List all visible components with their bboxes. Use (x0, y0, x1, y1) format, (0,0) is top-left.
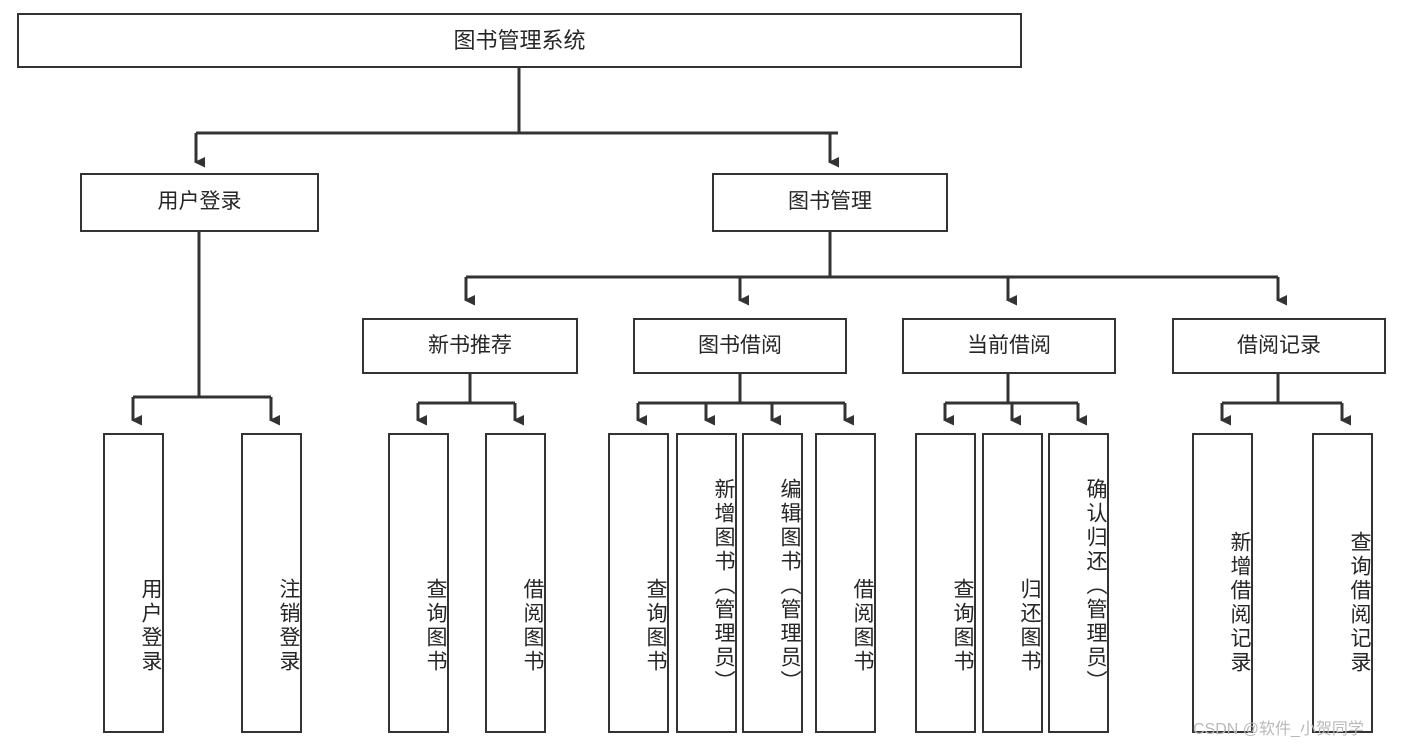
node-user-login[interactable]: 用户登录 (80, 173, 319, 232)
leaf-current-borrow-confirm-return-admin[interactable]: 确认归还（管理员） (1048, 433, 1109, 733)
leaf-new-book-query-book[interactable]: 查询图书 (388, 433, 449, 733)
leaf-book-borrow-borrow-book[interactable]: 借阅图书 (815, 433, 876, 733)
leaf-user-login-logout[interactable]: 注销登录 (241, 433, 302, 733)
node-book-borrow[interactable]: 图书借阅 (633, 318, 847, 374)
leaf-borrow-record-query-record[interactable]: 查询借阅记录 (1312, 433, 1373, 733)
leaf-user-login-login[interactable]: 用户登录 (103, 433, 164, 733)
node-book-management[interactable]: 图书管理 (712, 173, 948, 232)
watermark-credit: CSDN @软件_小贺同学 (1193, 721, 1364, 738)
leaf-borrow-record-add-record[interactable]: 新增借阅记录 (1192, 433, 1253, 733)
node-new-book-recommend[interactable]: 新书推荐 (362, 318, 578, 374)
leaf-new-book-borrow-book[interactable]: 借阅图书 (485, 433, 546, 733)
leaf-book-borrow-add-book-admin[interactable]: 新增图书（管理员） (676, 433, 737, 733)
leaf-book-borrow-edit-book-admin[interactable]: 编辑图书（管理员） (742, 433, 803, 733)
leaf-current-borrow-query-book[interactable]: 查询图书 (915, 433, 976, 733)
node-root-system[interactable]: 图书管理系统 (17, 13, 1022, 68)
leaf-book-borrow-query-book[interactable]: 查询图书 (608, 433, 669, 733)
node-borrow-record[interactable]: 借阅记录 (1172, 318, 1386, 374)
leaf-current-borrow-return-book[interactable]: 归还图书 (982, 433, 1043, 733)
node-current-borrow[interactable]: 当前借阅 (902, 318, 1116, 374)
